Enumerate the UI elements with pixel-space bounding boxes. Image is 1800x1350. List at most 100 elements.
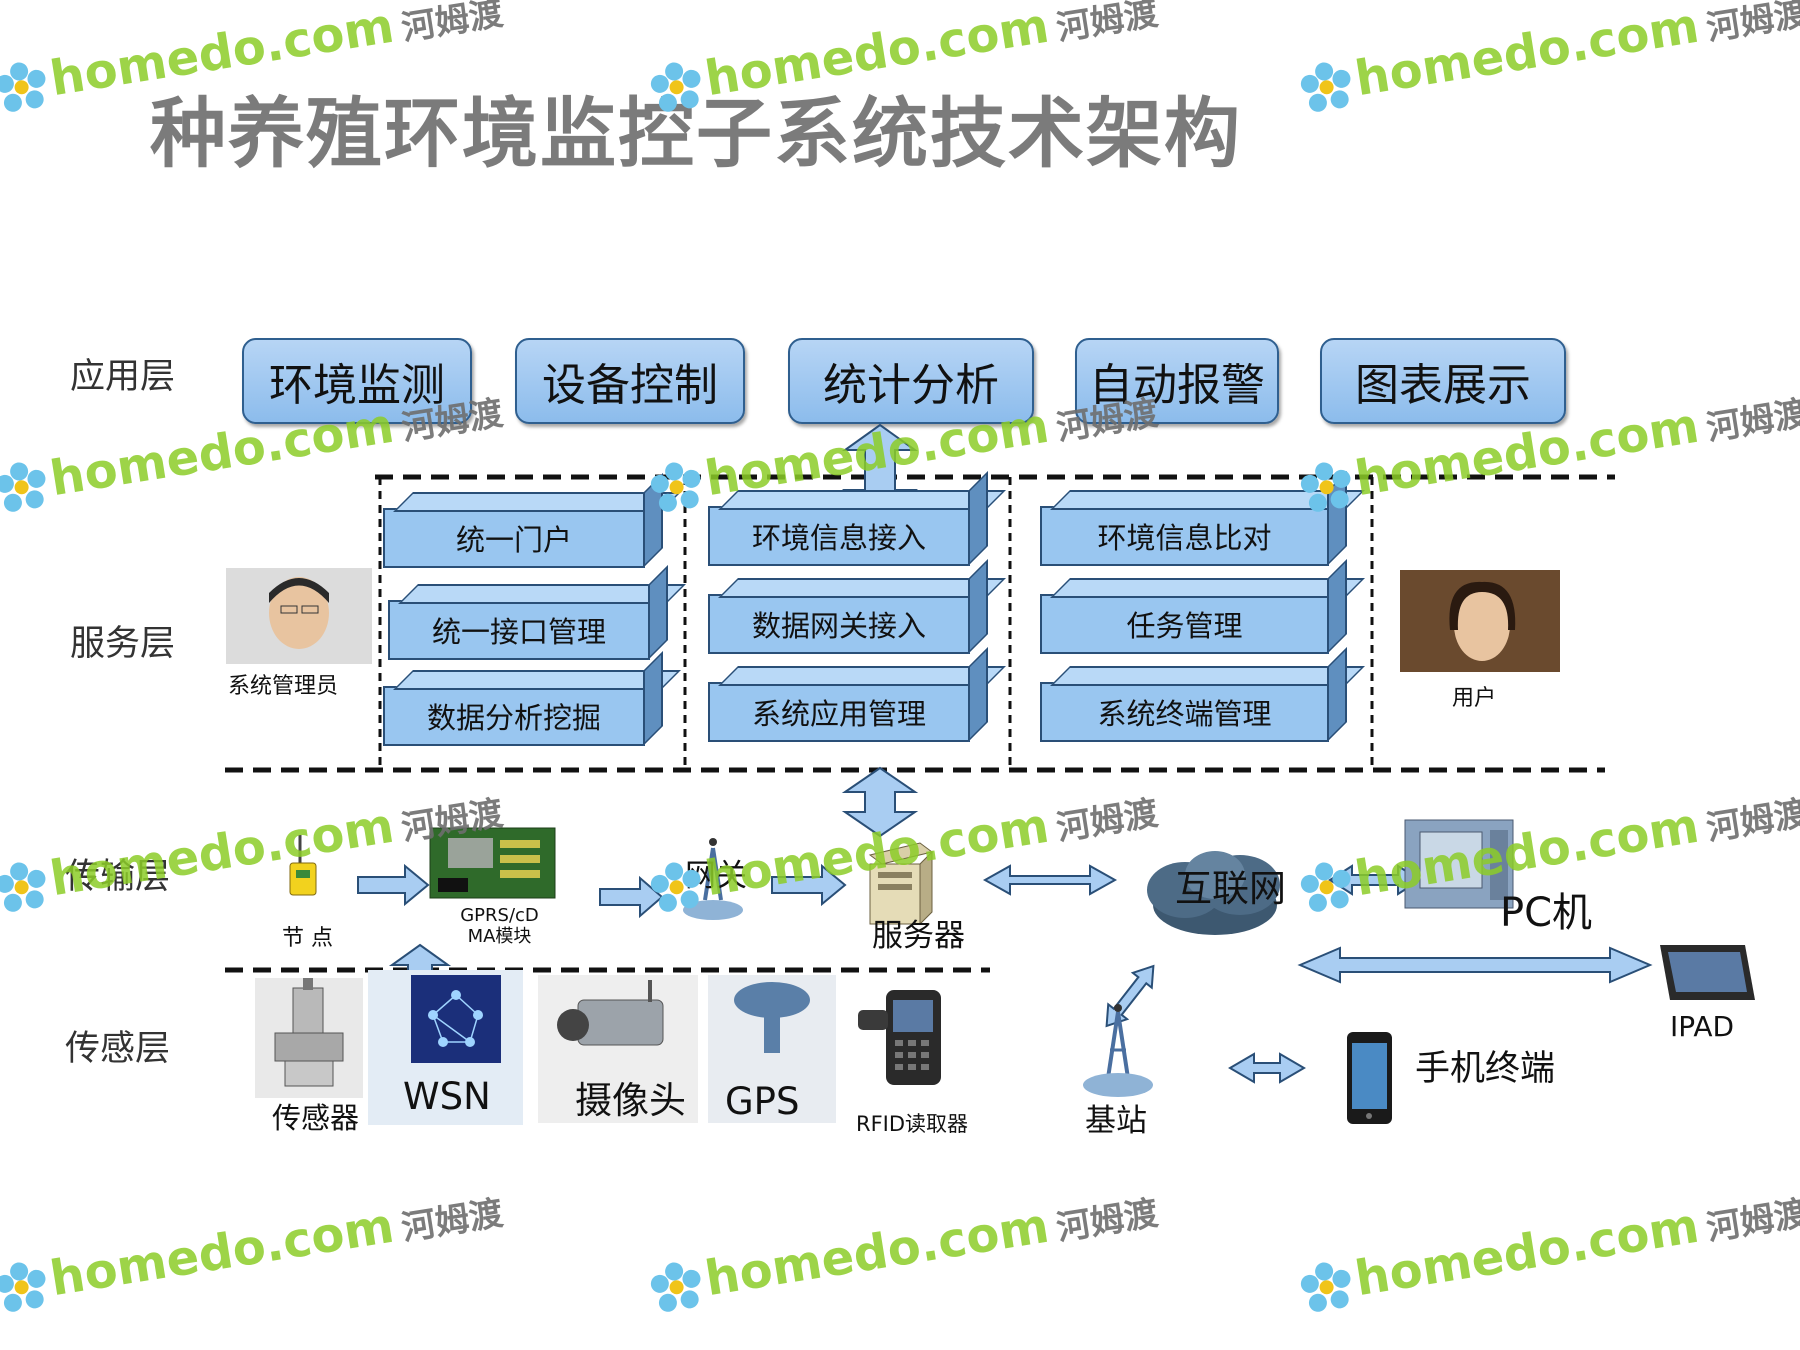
arrow-server-internet [982,864,1118,896]
service-box-label: 统一接口管理 [431,615,606,649]
app-box-env-monitor: 环境监测 [242,338,472,424]
flower-logo-icon [650,62,701,112]
wsn-network-icon [411,975,501,1063]
watermark: homedo.com河姆渡 [646,0,1161,117]
watermark-cn: 河姆渡 [1703,1193,1800,1249]
gps-label: GPS [725,1080,800,1123]
ipad-label: IPAD [1670,1010,1735,1043]
watermark: homedo.com河姆渡 [0,1180,506,1317]
arrow-internet-ipad [1297,946,1653,984]
watermark-cn: 河姆渡 [1703,393,1800,449]
service-box-data-mining: 数据分析挖掘 [383,651,681,746]
flower-logo-icon [0,62,46,112]
wsn-label: WSN [403,1075,491,1118]
ipad-icon [1660,945,1755,1000]
layer-label-transport: 传输层 [65,857,171,897]
service-box-task-mgmt: 任务管理 [1040,559,1365,654]
flower-logo-icon [1300,1262,1351,1312]
flower-logo-icon [650,1262,701,1312]
internet-cloud-icon [1147,851,1280,935]
watermark: homedo.com河姆渡 [646,380,1161,517]
user-avatar [1400,570,1560,672]
node-icon [289,835,317,896]
app-box-device-control: 设备控制 [515,338,745,424]
service-box-env-info-compare: 环境信息比对 [1040,471,1365,566]
service-box-interface-mgmt: 统一接口管理 [388,565,686,660]
arrow-gprs-gateway [599,875,664,919]
watermark: homedo.com河姆渡 [1296,0,1800,117]
person-icon [1400,570,1560,672]
service-box-terminal-mgmt: 系统终端管理 [1040,647,1365,742]
pc-icon [1404,819,1514,909]
sensor-tile [255,978,363,1098]
service-box-label: 数据网关接入 [751,609,926,643]
arrow-gateway-server [771,863,847,907]
gps-antenna-icon [734,982,810,1053]
service-box-label: 系统应用管理 [751,697,926,731]
pc-label: PC机 [1500,890,1593,936]
flower-logo-icon [1300,862,1351,912]
flower-logo-icon [650,462,701,512]
gps-tile [708,975,836,1123]
arrow-basestation-phone [1228,1052,1306,1084]
base-station-label: 基站 [1085,1103,1147,1139]
gprs-module-icon [429,827,556,899]
service-box-label: 任务管理 [1126,609,1243,643]
watermark: homedo.com河姆渡 [0,0,506,117]
arrow-internet-basestation [1105,964,1155,1028]
flower-logo-icon [650,862,701,912]
base-station-icon [1083,1004,1153,1097]
service-box-unified-portal: 统一门户 [383,473,681,568]
phone-label: 手机终端 [1415,1049,1556,1089]
flower-logo-icon [0,462,46,512]
arrow-service-transport [841,766,919,838]
service-box-label: 系统终端管理 [1097,697,1272,731]
sensor-label: 传感器 [272,1101,360,1135]
flower-logo-icon [0,862,46,912]
layer-label-application: 应用层 [70,357,176,397]
user-label: 用户 [1452,686,1497,711]
service-box-label: 数据分析挖掘 [426,701,601,735]
watermark: homedo.com河姆渡 [0,780,506,917]
service-box-label: 环境信息比对 [1097,521,1272,555]
watermark: homedo.com河姆渡 [1296,1180,1800,1317]
camera-tile [538,975,698,1123]
rfid-reader-icon [858,990,941,1085]
app-box-auto-alarm: 自动报警 [1075,338,1279,424]
wsn-tile [368,970,523,1125]
camera-label: 摄像头 [575,1079,686,1122]
watermark: homedo.com河姆渡 [1296,780,1800,917]
service-box-app-mgmt: 系统应用管理 [708,647,1006,742]
watermark: homedo.com河姆渡 [0,380,506,517]
gateway-icon [683,838,743,920]
sensor-icon [274,978,344,1087]
watermark: homedo.com河姆渡 [1296,380,1800,517]
watermark-cn: 河姆渡 [1703,793,1800,849]
watermark: homedo.com河姆渡 [646,780,1161,917]
rfid-tile [848,980,976,1105]
layer-label-sensing: 传感层 [65,1029,171,1069]
camera-icon [557,980,664,1046]
admin-label: 系统管理员 [228,674,339,699]
server-label: 服务器 [872,918,965,954]
flower-logo-icon [1300,62,1351,112]
service-box-env-info-access: 环境信息接入 [708,471,1006,566]
app-box-chart-display: 图表展示 [1320,338,1566,424]
internet-label: 互联网 [1175,867,1286,910]
person-icon [226,568,372,664]
flower-logo-icon [0,1262,46,1312]
phone-icon [1347,1032,1392,1124]
arrow-node-gprs [357,863,430,907]
rfid-label: RFID读取器 [856,1112,969,1136]
watermark: homedo.com河姆渡 [646,1180,1161,1317]
app-box-statistics: 统计分析 [788,338,1034,424]
node-label: 节 点 [282,926,333,951]
service-box-gateway-access: 数据网关接入 [708,559,1006,654]
flower-logo-icon [1300,462,1351,512]
gprs-label: GPRS/cD MA模块 [460,905,539,947]
service-box-label: 统一门户 [455,523,572,557]
layer-label-service: 服务层 [70,624,176,664]
service-box-label: 环境信息接入 [751,521,926,555]
server-icon [868,842,934,926]
